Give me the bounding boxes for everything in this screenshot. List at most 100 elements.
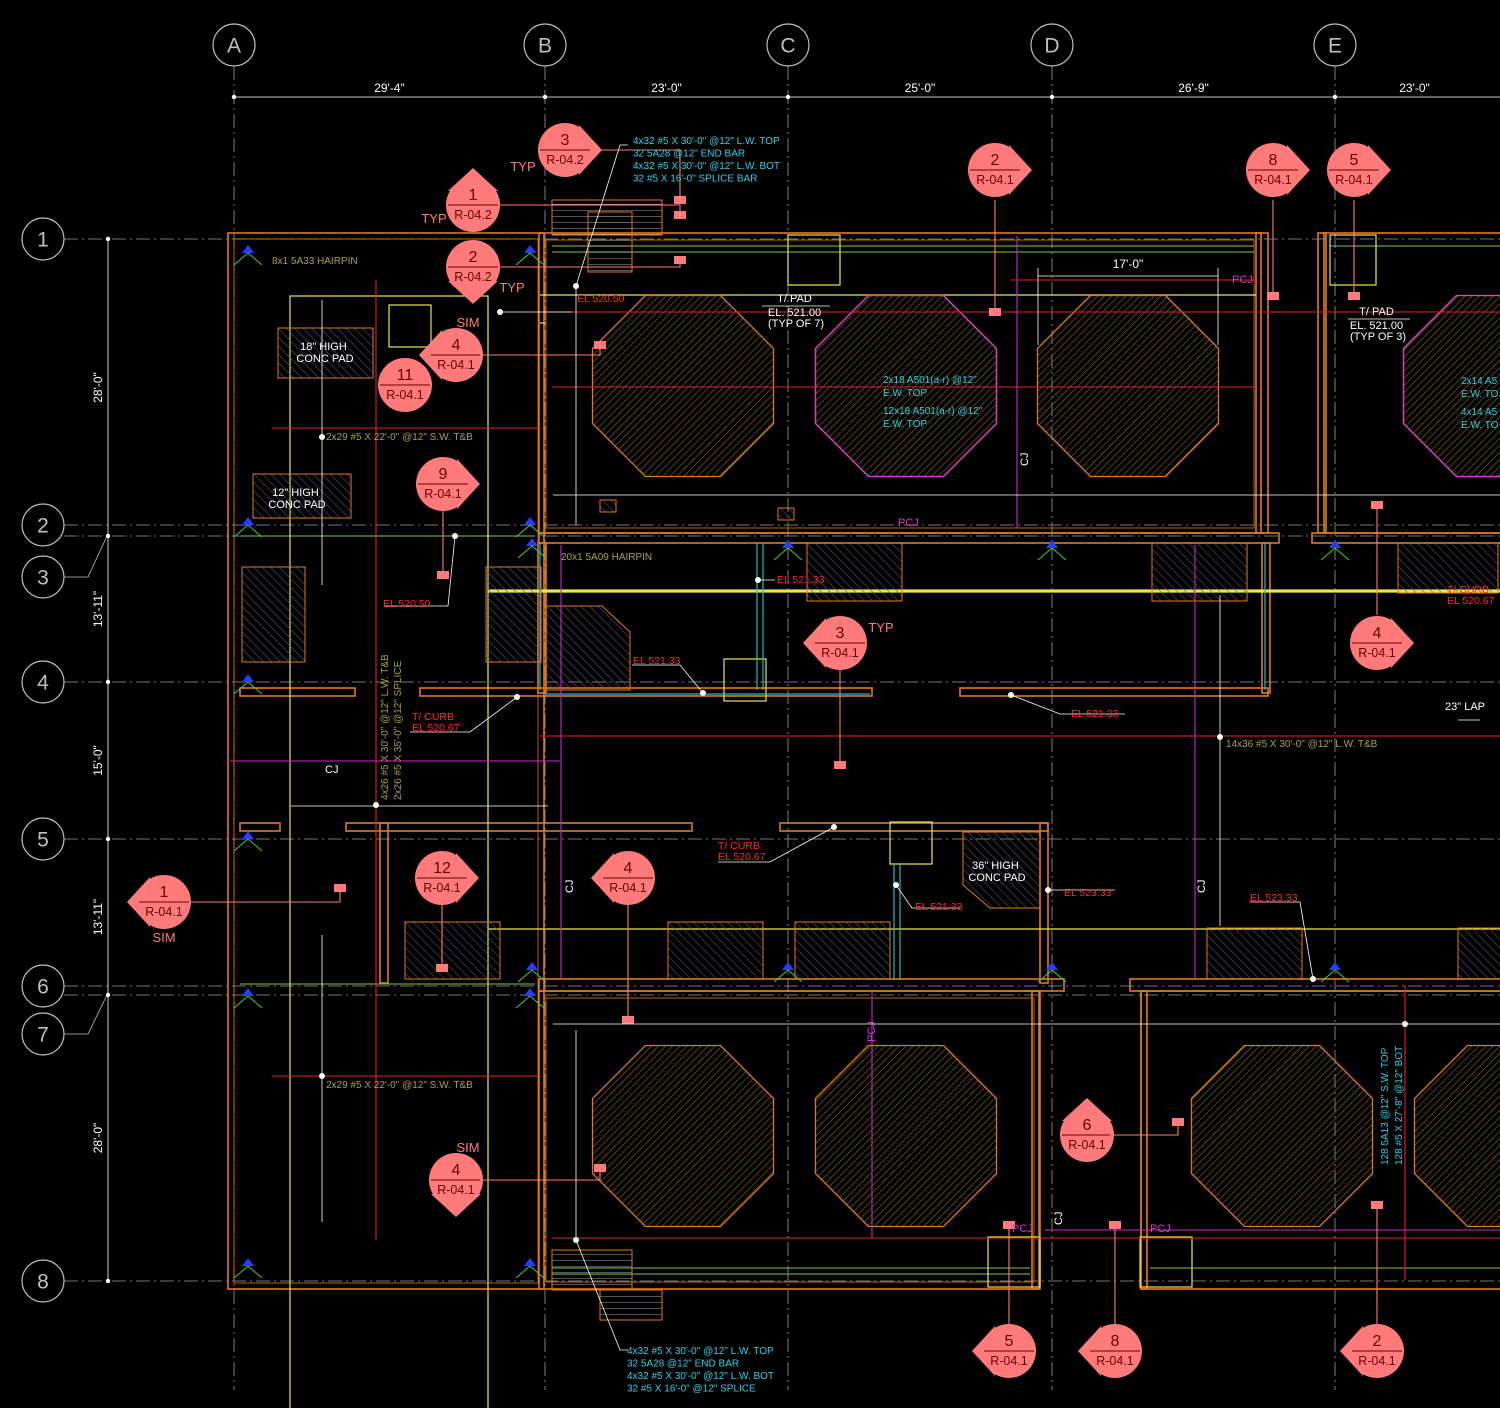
svg-text:R-04.1: R-04.1 <box>821 646 859 660</box>
cj-label-3: CJ <box>564 880 576 893</box>
svg-text:R-04.2: R-04.2 <box>454 270 492 284</box>
hairpin-note-2: 20x1 5A09 HAIRPIN <box>561 552 652 563</box>
elev-521-33-d: EL 521.33 <box>915 901 963 913</box>
octagon-pad <box>1036 294 1220 478</box>
pcj-label-5: PCJ <box>866 1021 878 1042</box>
grid-bubble-col-d: D <box>1030 23 1074 67</box>
pad-36-high <box>962 831 1041 909</box>
section-marker-11-r-04.1[interactable]: 11R-04.1 <box>378 358 432 412</box>
grid-bubble-row-7: 7 <box>21 1012 65 1056</box>
section-marker-6-r-04.1[interactable]: 6R-04.1 <box>1060 1098 1114 1162</box>
svg-text:R-04.1: R-04.1 <box>1358 646 1396 660</box>
elev-521-33-b: EL 521.33 <box>633 655 681 667</box>
svg-text:23'-0": 23'-0" <box>651 81 682 95</box>
grid-bubble-col-e: E <box>1313 23 1357 67</box>
svg-text:3: 3 <box>561 132 570 149</box>
rebar-lines <box>240 245 1500 1275</box>
control-joints <box>230 236 1500 1238</box>
elev-520-50-b: EL 520.50 <box>383 598 431 610</box>
cj-label-4: CJ <box>1196 880 1208 893</box>
svg-text:5: 5 <box>1350 152 1359 169</box>
svg-text:2: 2 <box>469 249 478 266</box>
grid-bubble-row-4: 4 <box>21 660 65 704</box>
svg-text:15'-0": 15'-0" <box>91 745 105 776</box>
svg-text:R-04.1: R-04.1 <box>1358 1354 1396 1368</box>
svg-text:23'-0": 23'-0" <box>1399 81 1430 95</box>
elev-521-33-c: EL 521.33 <box>1071 708 1119 720</box>
svg-text:TYP: TYP <box>499 280 524 295</box>
section-marker-8-r-04.1[interactable]: 8R-04.1 <box>1246 143 1310 197</box>
pad-12-label: 12" HIGH CONC PAD <box>268 487 325 511</box>
grid-bubble-row-1: 1 <box>21 217 65 261</box>
section-marker-4-r-04.1[interactable]: 4R-04.1 <box>591 851 655 905</box>
grid-bubble-col-c: C <box>766 23 810 67</box>
svg-text:R-04.1: R-04.1 <box>1068 1138 1106 1152</box>
dim-17: 17'-0" <box>1113 257 1144 271</box>
svg-text:6: 6 <box>1083 1117 1092 1134</box>
section-marker-2-r-04.1[interactable]: 2R-04.1 <box>968 143 1032 197</box>
grid-bubble-col-a: A <box>212 23 256 67</box>
svg-text:R-04.1: R-04.1 <box>145 905 183 919</box>
section-marker-12-r-04.1[interactable]: 12R-04.1 <box>415 851 479 905</box>
svg-text:SIM: SIM <box>456 1140 479 1155</box>
lap-note: 23" LAP <box>1445 701 1485 713</box>
hatched-pads <box>241 327 1500 980</box>
svg-text:SIM: SIM <box>456 315 479 330</box>
section-marker-2-r-04.1[interactable]: 2R-04.1 <box>1340 1324 1404 1378</box>
svg-text:4: 4 <box>624 860 633 877</box>
svg-text:13'-11": 13'-11" <box>91 591 105 627</box>
tb-14-note: 14x36 #5 X 30'-0" @12" L.W. T&B <box>1226 739 1378 750</box>
elev-523-33-a: EL 523.33 <box>1064 887 1112 899</box>
pad-36-label: 36" HIGH CONC PAD <box>968 860 1025 884</box>
svg-text:R-04.1: R-04.1 <box>437 1183 475 1197</box>
svg-text:1: 1 <box>469 187 478 204</box>
grid-bubble-row-3: 3 <box>21 555 65 599</box>
stairs <box>551 199 663 1321</box>
svg-text:29'-4": 29'-4" <box>374 81 405 95</box>
svg-text:B: B <box>538 35 552 58</box>
section-marker-4-r-04.1[interactable]: 4R-04.1 <box>1350 616 1414 670</box>
svg-text:3: 3 <box>836 625 845 642</box>
svg-text:R-04.1: R-04.1 <box>1254 173 1292 187</box>
pad-rebar-note-2: 2x14 A5 E.W. TO 4x14 A5 E.W. TO <box>1461 376 1500 431</box>
hairpin-note-1: 8x1 5A33 HAIRPIN <box>272 256 358 267</box>
octagon-pad <box>591 294 775 478</box>
svg-text:7: 7 <box>37 1024 49 1047</box>
section-marker-5-r-04.1[interactable]: 5R-04.1 <box>972 1324 1036 1378</box>
section-marker-8-r-04.1[interactable]: 8R-04.1 <box>1078 1324 1142 1378</box>
pad-rebar-note-1: 2x18 A501(a-r) @12" E.W. TOP 12x18 A501(… <box>883 375 985 430</box>
pad-18-label: 18" HIGH CONC PAD <box>296 341 353 365</box>
curb-note-3: T/ CURB EL 520.67 <box>1447 584 1495 607</box>
svg-text:8: 8 <box>1111 1333 1120 1350</box>
rebar-note-top: 4x32 #5 X 30'-0" @12" L.W. TOP 32 5A28 @… <box>633 136 783 185</box>
octagon-pad <box>591 1044 775 1228</box>
elev-521-33-a: EL 521.33 <box>777 574 825 586</box>
section-marker-5-r-04.1[interactable]: 5R-04.1 <box>1327 143 1391 197</box>
svg-text:R-04.1: R-04.1 <box>1096 1354 1134 1368</box>
svg-text:R-04.1: R-04.1 <box>386 388 424 402</box>
svg-text:R-04.2: R-04.2 <box>454 208 492 222</box>
svg-text:28'-0": 28'-0" <box>91 372 105 403</box>
svg-text:R-04.1: R-04.1 <box>423 881 461 895</box>
svg-text:D: D <box>1044 35 1059 58</box>
svg-text:4: 4 <box>1373 625 1382 642</box>
svg-text:2: 2 <box>37 515 49 538</box>
octagon-pad <box>1413 1044 1500 1228</box>
pcj-label-1: PCJ <box>1232 274 1253 286</box>
grid-bubble-row-6: 6 <box>21 964 65 1008</box>
svg-text:1: 1 <box>160 884 169 901</box>
svg-text:R-04.1: R-04.1 <box>609 881 647 895</box>
svg-text:4: 4 <box>37 672 49 695</box>
cj-label-5: CJ <box>1053 1212 1065 1225</box>
svg-text:1: 1 <box>37 229 49 252</box>
section-marker-9-r-04.1[interactable]: 9R-04.1 <box>416 457 480 511</box>
svg-text:25'-0": 25'-0" <box>905 81 936 95</box>
